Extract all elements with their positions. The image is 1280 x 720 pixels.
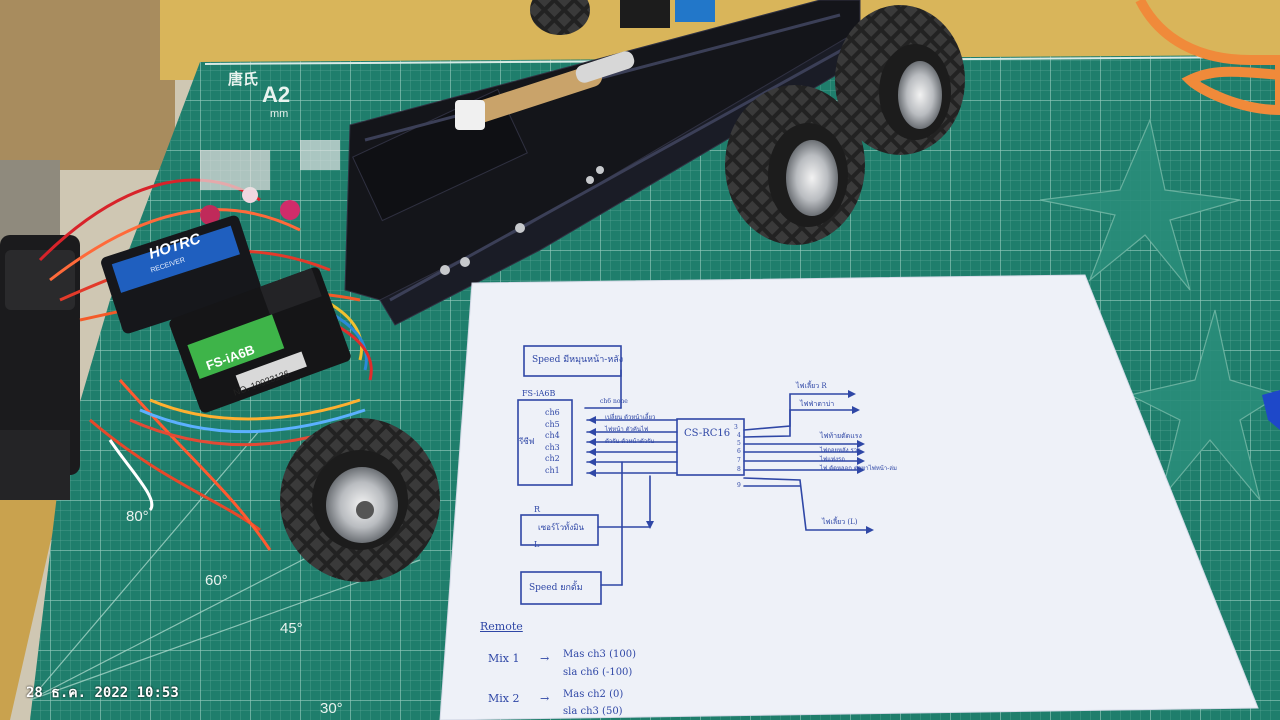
diagram-channel-4: ch4 — [545, 431, 560, 440]
diagram-output-number-5: 5 — [737, 440, 741, 447]
diagram-output-number-9: 9 — [737, 482, 741, 489]
diagram-module: CS-RC16 — [684, 428, 731, 439]
diagram-output-1: ไฟเลี้ยว R — [796, 382, 827, 390]
mat-size: A2 — [262, 82, 291, 107]
diagram-output-number-3: 3 — [734, 424, 738, 431]
diagram-servo: เซอร์โวทั้งมิน — [538, 523, 584, 532]
diagram-speed-top: Speed มีหมุนหน้า-หลัง — [532, 355, 624, 365]
diagram-output-6: ไฟ ตัดหลอก ต่อหาไฟหน้า-ล่ม — [820, 465, 897, 472]
mat-brand: 唐氏 — [228, 71, 259, 88]
diagram-mix1-slave: sla ch6 (-100) — [563, 667, 633, 678]
diagram-speed-bottom: Speed ยกดั้ม — [529, 583, 583, 593]
diagram-output-4: ไฟถอยหลัง รวร — [820, 447, 861, 454]
diagram-channel-2: ch2 — [545, 454, 560, 463]
diagram-output-5: ไฟแท่งรถ — [820, 456, 845, 463]
diagram-mix1-arrow: → — [540, 652, 550, 665]
mat-angle-30: 30° — [320, 700, 343, 717]
diagram-channel-note-3: ไฟหน้า ตัวคันไฟ — [605, 426, 649, 433]
diagram-output-2: ไฟฟ่าตาบ่า — [800, 400, 835, 408]
wheel-front-left — [280, 418, 440, 582]
photo-timestamp: 28 ธ.ค. 2022 10:53 — [26, 685, 179, 701]
diagram-servo-r: R — [534, 505, 541, 514]
diagram-mix2-master: Mas ch2 (0) — [563, 689, 624, 700]
diagram-channel-note-2: เปลี่ยน ตัวหน้าเลี้ยว — [605, 414, 656, 421]
mat-unit: mm — [270, 108, 289, 120]
diagram-mix2-arrow: → — [540, 692, 550, 705]
diagram-mix2-name: Mix 2 — [488, 692, 520, 705]
mat-angle-80: 80° — [126, 508, 149, 525]
diagram-side-label: รีซีฟ — [519, 437, 535, 446]
diagram-output-number-4: 4 — [737, 432, 741, 439]
diagram-channel-5: ch5 — [545, 420, 560, 429]
diagram-output-3: ไฟท้ายตัดแรง — [820, 432, 862, 440]
diagram-mix1-master: Mas ch3 (100) — [563, 649, 636, 660]
diagram-channel-6: ch6 — [545, 408, 560, 417]
diagram-channel-note-4: ตัวรับ ตัวหน้าตัวรับ — [605, 438, 655, 445]
diagram-channel-note-1: ch6 none — [600, 398, 628, 405]
diagram-output-number-6: 6 — [737, 448, 741, 455]
mat-angle-60: 60° — [205, 572, 228, 589]
diagram-remote-title: Remote — [480, 620, 523, 633]
diagram-channel-1: ch1 — [545, 466, 560, 475]
diagram-mix2-slave: sla ch3 (50) — [563, 706, 623, 717]
diagram-servo-l: L — [534, 540, 540, 549]
diagram-output-7: ไฟเลี้ยว (L) — [822, 518, 858, 526]
mat-angle-45: 45° — [280, 620, 303, 637]
diagram-mix1-name: Mix 1 — [488, 652, 520, 665]
diagram-output-number-7: 7 — [737, 457, 741, 464]
diagram-receiver-title: FS-iA6B — [522, 389, 556, 398]
diagram-channel-3: ch3 — [545, 443, 560, 452]
diagram-output-number-8: 8 — [737, 466, 741, 473]
